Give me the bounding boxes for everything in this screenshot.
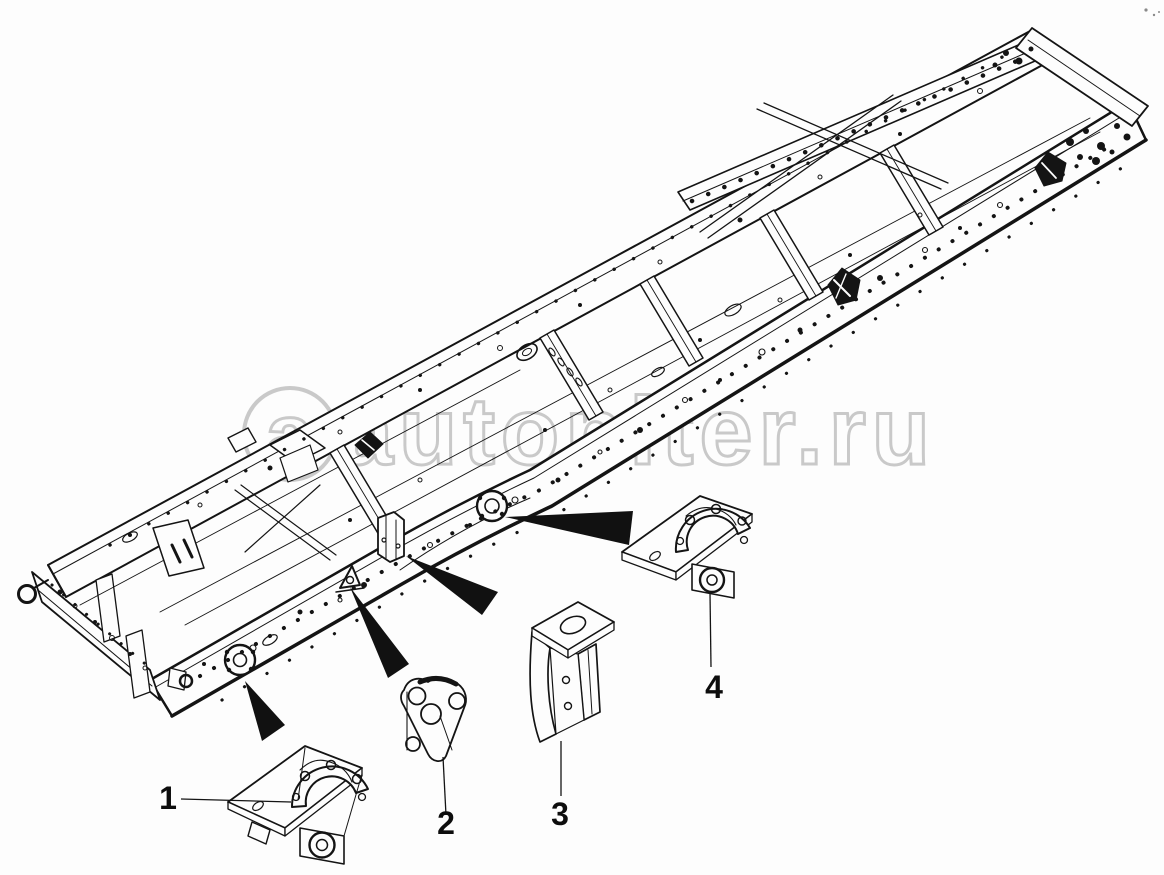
part-4-engine-mount-bracket — [621, 495, 753, 599]
crossmembers — [329, 144, 944, 536]
callout-label-2: 2 — [437, 805, 455, 841]
callout-labels: 1 2 3 4 — [159, 669, 723, 841]
leader-line-2 — [442, 756, 447, 816]
leader-lines — [180, 592, 712, 816]
rivet-rows — [50, 48, 1127, 702]
callout-label-1: 1 — [159, 780, 177, 816]
callout-label-3: 3 — [551, 796, 569, 832]
part-1-engine-mount-bracket — [227, 745, 369, 865]
leader-line-1 — [180, 798, 292, 803]
bushing-icon — [308, 831, 336, 859]
tow-hook-icon — [178, 673, 194, 689]
rear-deck-plate — [677, 39, 1043, 211]
pointer-arrow-2 — [350, 587, 409, 678]
part-3-mounting-bracket — [529, 601, 615, 743]
corner-specks — [1144, 8, 1160, 17]
chassis-frame — [17, 8, 1160, 718]
near-rail — [148, 100, 1148, 718]
pointer-arrow-3 — [406, 556, 498, 615]
pointer-arrows — [245, 511, 633, 741]
part-2-support-plate — [400, 676, 467, 762]
tow-hook-icon — [17, 584, 37, 604]
rear-x-brace — [699, 94, 949, 239]
cab-mount-bracket — [827, 267, 861, 306]
frame-brackets — [152, 151, 1067, 677]
front-crossmember — [17, 571, 194, 701]
leader-line-4 — [709, 592, 712, 668]
frame-interior-lines — [79, 117, 1101, 626]
front-x-brace — [234, 484, 337, 561]
callout-label-4: 4 — [705, 669, 723, 705]
bushing-icon — [698, 566, 726, 594]
pointer-arrow-4 — [505, 511, 633, 545]
pointer-arrow-1 — [245, 681, 285, 741]
rear-crossmember — [1015, 27, 1149, 127]
rivet-dots — [57, 46, 1131, 671]
